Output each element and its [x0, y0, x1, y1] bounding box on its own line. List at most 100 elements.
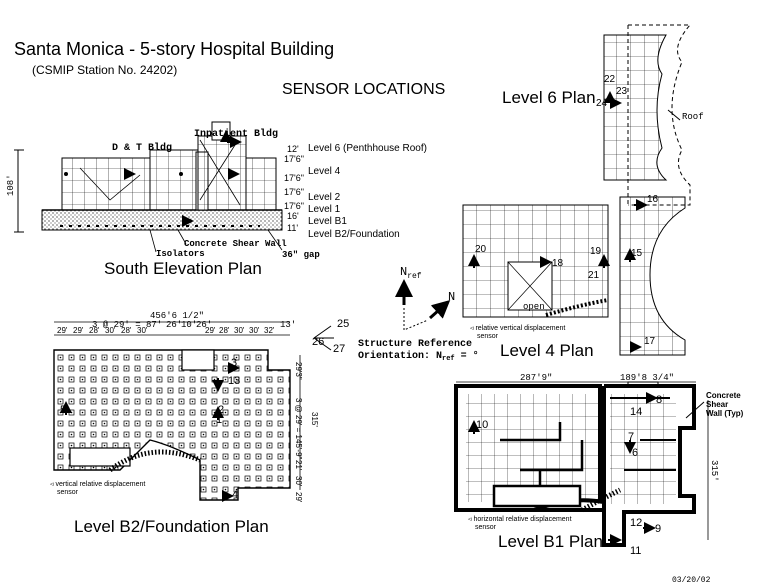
b2-displacement-note-2: sensor	[57, 489, 79, 496]
svg-text:19: 19	[590, 246, 602, 257]
svg-text:29': 29'	[73, 326, 84, 335]
svg-text:28': 28'	[219, 326, 230, 335]
open-label: open	[523, 302, 545, 312]
svg-text:11': 11'	[287, 223, 298, 233]
vertical-displacement-note: ◃ relative vertical displacement	[470, 325, 565, 332]
svg-text:30': 30'	[105, 326, 116, 335]
roof-label: Roof	[682, 112, 704, 122]
svg-text:29': 29'	[57, 326, 68, 335]
svg-text:Wall (Typ): Wall (Typ)	[706, 409, 744, 418]
b2-dim-26: 26'	[166, 320, 182, 330]
svg-text:16': 16'	[287, 211, 299, 221]
b1-caption: Level B1 Plan	[498, 532, 603, 551]
svg-text:17: 17	[644, 336, 656, 347]
orientation-block: Nref N Structure Reference Orientation: …	[358, 265, 479, 363]
svg-text:30': 30'	[294, 476, 303, 487]
dt-building-label: D & T Bldg	[112, 142, 172, 154]
b1-plan: 287'9" 189'8 3/4" 315' 6 7 8 9 10 11 12 …	[454, 373, 744, 557]
inpatient-building-label: Inpatient Bldg	[194, 128, 278, 140]
svg-text:Shear: Shear	[706, 400, 728, 409]
level4-sensors: 15 16 17 18 19 20 21	[475, 194, 659, 347]
b1-height: 315'	[709, 460, 719, 482]
svg-text:29'3": 29'3"	[294, 362, 303, 380]
svg-text:315': 315'	[310, 412, 319, 427]
svg-text:21: 21	[588, 270, 600, 281]
svg-text:27: 27	[333, 343, 345, 355]
svg-text:23: 23	[616, 86, 628, 97]
b2-displacement-note: ◃ vertical relative displacement	[50, 481, 145, 488]
level6-sensors: 22 23 24	[596, 74, 628, 109]
vertical-displacement-note-2: sensor	[477, 333, 499, 340]
elevation-height: 108'	[6, 174, 16, 196]
svg-text:6: 6	[632, 447, 638, 459]
isolators-note: Isolators	[156, 249, 205, 259]
b2-dim-87: 3 @ 29' = 87'	[92, 320, 162, 330]
station-number: (CSMIP Station No. 24202)	[32, 63, 178, 77]
svg-text:4: 4	[232, 489, 238, 501]
svg-text:30': 30'	[137, 326, 148, 335]
drawing-title: Santa Monica - 5-story Hospital Building	[14, 39, 335, 59]
svg-text:11: 11	[630, 545, 641, 557]
svg-text:Level 2: Level 2	[308, 192, 341, 203]
svg-text:28': 28'	[89, 326, 100, 335]
svg-text:10: 10	[476, 419, 488, 431]
south-elevation: 108' D & T Bldg Inpatient Bldg 12' 17'6"…	[6, 121, 427, 278]
b1-displacement-note: ◃ horizontal relative displacement	[468, 516, 572, 523]
svg-text:Level B1: Level B1	[308, 216, 347, 227]
svg-text:12': 12'	[287, 144, 299, 154]
b2-dim-13: 13'	[280, 320, 296, 330]
b2-sensors: 1 2 3 4 5 25 26 27 13	[60, 318, 349, 501]
svg-text:Concrete: Concrete	[706, 391, 741, 400]
story-heights: 12' 17'6" 17'6" 17'6" 17'6" 16' 11'	[284, 144, 304, 233]
b2-caption: Level B2/Foundation Plan	[74, 517, 269, 536]
level4-caption: Level 4 Plan	[500, 341, 594, 360]
svg-text:30': 30'	[234, 326, 245, 335]
b2-dim-10: 10'	[181, 320, 197, 330]
svg-text:24: 24	[596, 98, 608, 109]
svg-text:29': 29'	[294, 492, 303, 503]
b2-total-width: 456'6 1/2"	[150, 311, 204, 321]
orientation-line-2: Orientation: Nref = °	[358, 350, 479, 363]
level6-plan: 22 23 24 Roof Level 6 Plan	[502, 24, 704, 206]
svg-text:Level B2/Foundation: Level B2/Foundation	[308, 229, 400, 240]
b1-sensors: 6 7 8 9 10 11 12 14	[476, 394, 662, 557]
svg-text:3: 3	[231, 357, 237, 369]
svg-text:17'6": 17'6"	[284, 201, 304, 211]
svg-text:9: 9	[655, 523, 661, 535]
svg-text:18: 18	[552, 258, 564, 269]
gap-note: 36" gap	[282, 250, 320, 260]
svg-text:8: 8	[656, 394, 662, 406]
svg-text:12: 12	[630, 517, 642, 529]
svg-text:1: 1	[216, 414, 222, 426]
shear-wall-note: Concrete Shear Wall	[184, 239, 287, 249]
svg-text:3 @ 29' = 145'-9": 3 @ 29' = 145'-9"	[294, 398, 303, 460]
svg-text:2: 2	[218, 404, 224, 416]
svg-text:22: 22	[604, 74, 616, 85]
svg-text:7: 7	[628, 431, 634, 443]
orientation-line-1: Structure Reference	[358, 338, 472, 350]
svg-text:Level 1: Level 1	[308, 204, 341, 215]
drawing-date: 03/20/02	[672, 576, 711, 585]
svg-text:21': 21'	[294, 460, 303, 471]
sensor-locations-heading: SENSOR LOCATIONS	[282, 81, 446, 98]
svg-text:17'6": 17'6"	[284, 173, 304, 183]
svg-text:29': 29'	[205, 326, 216, 335]
svg-text:Level 6 (Penthhouse Roof): Level 6 (Penthhouse Roof)	[308, 143, 427, 154]
svg-text:Level 4: Level 4	[308, 166, 341, 177]
b2-dim-26b: 26'	[196, 320, 212, 330]
svg-text:15: 15	[631, 248, 643, 259]
b1-width-left: 287'9"	[520, 373, 552, 383]
b2-plan: 456'6 1/2" 3 @ 29' = 87' 26' 10' 26' 13'…	[50, 311, 349, 536]
level-labels: Level 6 (Penthhouse Roof) Level 4 Level …	[308, 143, 427, 240]
level4-plan: open 15 16 17 18 19 20 21 ◃ relative ver…	[462, 194, 686, 360]
north-label: N	[448, 290, 455, 304]
level6-caption: Level 6 Plan	[502, 88, 596, 107]
svg-text:32': 32'	[264, 326, 275, 335]
south-elevation-caption: South Elevation Plan	[104, 259, 262, 278]
b2-bays: 29' 29' 28' 30' 28' 30' 29' 28' 30' 30' …	[57, 326, 275, 335]
nref-label: Nref	[400, 265, 422, 281]
b1-width-right: 189'8 3/4"	[620, 373, 674, 383]
shear-wall-label: Concrete Shear Wall (Typ)	[706, 391, 744, 418]
svg-text:13: 13	[228, 375, 240, 387]
